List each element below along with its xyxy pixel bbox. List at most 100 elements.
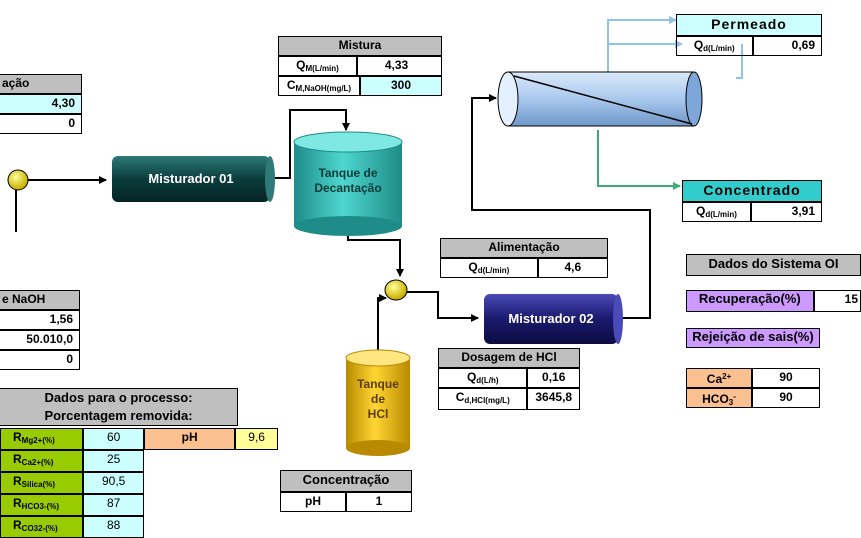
processo-panel: Dados para o processo: Porcentagem remov…	[0, 388, 238, 426]
concentracao-table: Concentração pH 1	[280, 470, 412, 512]
row-value[interactable]: 88	[83, 516, 144, 538]
dosagem-c-sub: d,HCl(mg/L)	[464, 396, 510, 405]
row-sub: Silica(%)	[21, 480, 56, 489]
row-symbol: R	[13, 430, 22, 444]
misturador-01-label: Misturador 01	[148, 171, 234, 186]
tanque-hcl-line2: de	[370, 392, 385, 406]
processo-rows: RMg2+(%) 60 RCa2+(%) 25 RSilica(%) 90,5 …	[0, 428, 144, 538]
mistura-c-value[interactable]: 300	[360, 76, 442, 96]
mistura-q-value: 4,33	[357, 56, 442, 76]
tanque-hcl-shape	[345, 349, 411, 456]
permeado-q-sub: d(L/min)	[703, 44, 735, 53]
mistura-q-label: QM(L/min)	[278, 56, 357, 76]
alimentacao-table: Alimentação Qd(L/min) 4,6	[440, 238, 608, 278]
naoh-value2: 50.010,0	[0, 330, 80, 350]
table-row: RHCO3-(%) 87	[0, 494, 144, 516]
dosagem-q-sub: d(L/h)	[476, 376, 499, 385]
sistema-oi-panel: Dados do Sistema OI	[686, 254, 861, 276]
row-value[interactable]: 90,5	[83, 472, 144, 494]
row-value[interactable]: 25	[83, 450, 144, 472]
concentrado-q-sub: d(L/min)	[705, 210, 737, 219]
ca-symbol: Ca	[706, 372, 723, 386]
membrane-module-shape	[497, 71, 703, 127]
naoh-value3: 0	[0, 350, 80, 370]
mistura-table: Mistura QM(L/min) 4,33 CM,NaOH(mg/L) 300	[278, 36, 442, 96]
dosagem-q-label: Qd(L/h)	[438, 368, 528, 388]
row-sub: Ca2+(%)	[21, 458, 54, 467]
tanque-hcl-label: Tanque de HCl	[346, 377, 410, 422]
mistura-c-label: CM,NaOH(mg/L)	[278, 76, 360, 96]
misturador-02-label: Misturador 02	[508, 311, 594, 326]
dosagem-c-symbol: C	[455, 390, 465, 404]
sistema-oi-title: Dados do Sistema OI	[686, 254, 861, 276]
tanque-decantacao-shape	[293, 131, 403, 236]
row-sub: CO32-(%)	[21, 524, 58, 533]
row-symbol: R	[13, 452, 22, 466]
table-row: RCO32-(%) 88	[0, 516, 144, 538]
left-panel-title: ação	[0, 74, 82, 94]
tanque-hcl-line3: HCl	[367, 407, 389, 421]
processo-title-line1: Dados para o processo:	[44, 390, 193, 405]
rejeicao-table: Ca2+ 90 HCO3- 90	[686, 368, 820, 408]
processo-ph-value[interactable]: 9,6	[235, 428, 278, 450]
dosagem-hcl-title: Dosagem de HCl	[438, 348, 580, 368]
concentrado-title: Concentrado	[682, 180, 822, 202]
misturador-01-shape	[112, 156, 275, 202]
permeado-q-value: 0,69	[752, 36, 822, 56]
tanque-decantacao-label: Tanque de Decantação	[294, 166, 402, 196]
permeado-table: Permeado Qd(L/min) 0,69	[676, 14, 822, 56]
recuperacao-label: Recuperação(%)	[686, 290, 814, 312]
alimentacao-q-value: 4,6	[537, 258, 608, 278]
row-sub: HCO3-(%)	[21, 502, 60, 511]
ca-value[interactable]: 90	[752, 368, 820, 388]
recuperacao-row: Recuperação(%) 15	[686, 290, 861, 312]
mistura-c-sub: M,NaOH(mg/L)	[295, 84, 352, 93]
table-row: RSilica(%) 90,5	[0, 472, 144, 494]
concentrado-q-value: 3,91	[750, 202, 822, 222]
naoh-panel-title: e NaOH	[0, 290, 80, 310]
tanque-hcl-line1: Tanque	[357, 377, 399, 391]
mistura-title: Mistura	[278, 36, 442, 56]
table-row: RMg2+(%) 60	[0, 428, 144, 450]
table-row: RCa2+(%) 25	[0, 450, 144, 472]
mixing-valve-icon	[384, 279, 408, 301]
dosagem-c-value: 3645,8	[527, 388, 580, 410]
concentracao-ph-label: pH	[280, 492, 346, 512]
left-panel-value2: 0	[0, 114, 82, 134]
row-symbol: R	[13, 474, 22, 488]
hco3-value[interactable]: 90	[752, 388, 820, 408]
rejeicao-label: Rejeição de sais(%)	[686, 328, 820, 348]
row-symbol: R	[13, 496, 22, 510]
alimentacao-title: Alimentação	[440, 238, 608, 258]
permeado-title: Permeado	[676, 14, 822, 36]
process-lines	[7, 16, 743, 456]
processo-ph-label: pH	[144, 428, 236, 450]
misturador-02-shape	[484, 294, 623, 344]
left-panel: ação 4,30 0	[0, 74, 82, 134]
processo-ph-row: pH 9,6	[144, 428, 278, 450]
row-label: RHCO3-(%)	[0, 494, 84, 516]
concentrado-q-symbol: Q	[695, 204, 706, 218]
hco3-charge: -	[733, 392, 736, 401]
alimentacao-q-sub: d(L/min)	[477, 266, 510, 275]
row-label: RCa2+(%)	[0, 450, 84, 472]
mistura-q-symbol: Q	[296, 58, 306, 72]
concentrado-table: Concentrado Qd(L/min) 3,91	[682, 180, 822, 222]
dosagem-q-symbol: Q	[466, 370, 477, 384]
row-label: RMg2+(%)	[0, 428, 84, 450]
row-sub: Mg2+(%)	[21, 436, 55, 445]
row-value[interactable]: 60	[83, 428, 144, 450]
recuperacao-value[interactable]: 15	[813, 290, 861, 312]
inlet-valve-icon	[7, 169, 29, 191]
concentracao-title: Concentração	[280, 470, 412, 492]
row-value[interactable]: 87	[83, 494, 144, 516]
left-panel-value1[interactable]: 4,30	[0, 94, 82, 114]
concentracao-ph-value: 1	[346, 492, 412, 512]
mistura-q-sub: M(L/min)	[305, 64, 339, 73]
row-label: RCO32-(%)	[0, 516, 84, 538]
ca-label: Ca2+	[686, 368, 753, 388]
tanque-decantacao-line1: Tanque de	[318, 166, 378, 180]
row-label: RSilica(%)	[0, 472, 84, 494]
dosagem-c-label: Cd,HCl(mg/L)	[438, 388, 528, 410]
naoh-value1: 1,56	[0, 310, 80, 330]
